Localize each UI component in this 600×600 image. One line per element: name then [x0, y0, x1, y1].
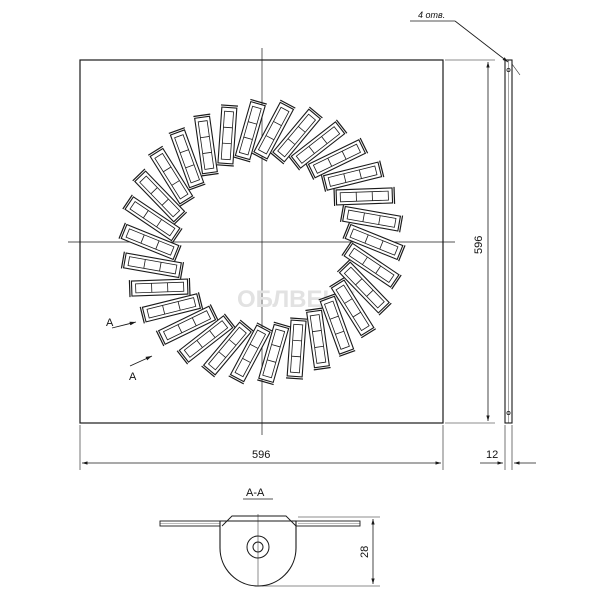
side-view	[504, 59, 521, 424]
slot	[288, 119, 348, 171]
section-axle-inner	[252, 541, 264, 553]
section-marker-label: A	[106, 317, 114, 329]
slot	[176, 313, 236, 365]
slot	[305, 137, 369, 180]
slot	[339, 205, 404, 233]
slot	[201, 319, 254, 378]
mount-hole-bottom	[506, 410, 511, 415]
dimension-height: 596	[445, 59, 495, 424]
slot	[251, 99, 296, 162]
slot	[118, 222, 182, 262]
dimension-width-label: 596	[252, 449, 270, 461]
slot	[168, 127, 206, 191]
slot	[333, 186, 396, 207]
dimension-section-height-label: 28	[359, 546, 371, 558]
panel-outline	[79, 59, 444, 424]
slot	[228, 322, 273, 385]
dimension-thickness: 12	[480, 425, 536, 470]
slot-pattern	[118, 98, 406, 386]
section-axle-outer	[246, 535, 270, 559]
slot	[120, 251, 185, 279]
slot	[139, 292, 204, 324]
slot	[132, 168, 188, 225]
slot	[257, 321, 291, 386]
slot	[270, 106, 323, 165]
slot	[342, 222, 406, 262]
slot	[147, 145, 195, 207]
slot	[336, 259, 392, 316]
mount-hole-top	[506, 68, 511, 73]
dimension-width: 596	[79, 425, 444, 470]
slot	[233, 98, 267, 163]
slot	[216, 104, 239, 167]
slot	[193, 113, 219, 177]
front-view: ОБЛВЕНТ A A	[68, 48, 455, 435]
slot	[128, 277, 191, 298]
slot	[320, 160, 385, 192]
section-title: A-A	[246, 487, 265, 499]
hole-callout: 4 отв.	[410, 10, 509, 63]
section-view: A-A 28	[159, 487, 380, 587]
hole-count-note: 4 отв.	[418, 10, 445, 20]
dimension-height-label: 596	[473, 236, 485, 254]
slot	[155, 304, 219, 347]
slot	[285, 317, 308, 380]
slot	[329, 277, 377, 339]
slot	[318, 293, 356, 357]
slot	[341, 241, 402, 290]
section-marker-lower: A	[129, 355, 153, 383]
slot	[305, 307, 331, 371]
section-marker-label: A	[129, 371, 137, 383]
dimension-thickness-label: 12	[486, 449, 498, 461]
slot	[122, 194, 183, 243]
section-marker-upper: A	[106, 317, 137, 329]
